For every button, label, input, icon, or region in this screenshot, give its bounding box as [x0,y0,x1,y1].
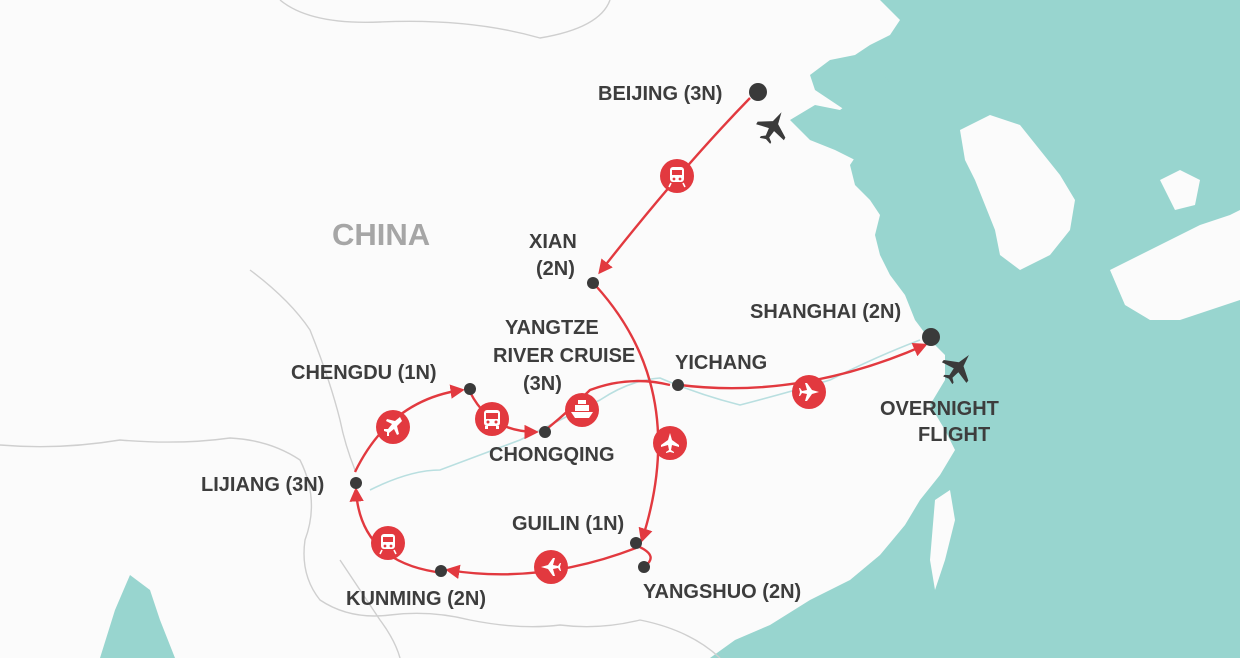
city-labels: BEIJING (3N) XIAN (2N) YANGTZE RIVER CRU… [201,83,999,610]
city-dot-lijiang [350,477,362,489]
city-dot-yichang [672,379,684,391]
plane-icon [534,550,568,584]
city-dot-xian [587,277,599,289]
plane-icon [653,426,687,460]
label-overnight-2: FLIGHT [918,424,990,446]
label-beijing: BEIJING (3N) [598,83,722,105]
city-dot-kunming [435,565,447,577]
plane-icon [792,375,826,409]
neighbour-land [930,115,1240,590]
plane-icon [756,112,786,144]
label-chongqing: CHONGQING [489,444,615,466]
city-dot-guilin [630,537,642,549]
route-chongqing-yichang [547,379,671,429]
city-dot-yangshuo [638,561,650,573]
label-xian-1: XIAN [529,231,577,253]
city-dot-chongqing [539,426,551,438]
train-icon [660,159,694,193]
label-yichang: YICHANG [675,352,767,374]
transport-icons [371,112,969,584]
borders [0,0,721,658]
country-label-china: CHINA [332,217,430,252]
boat-icon [565,393,599,427]
city-dots [350,83,940,577]
plane-icon [376,410,410,444]
yangtze-river [369,339,921,491]
train-icon [371,526,405,560]
label-yangshuo: YANGSHUO (2N) [643,581,801,603]
sea-area [100,0,1240,658]
label-cruise-1: YANGTZE [505,317,599,339]
plane-icon [941,354,969,385]
label-cruise-2: RIVER CRUISE [493,345,635,367]
label-cruise-3: (3N) [523,373,562,395]
label-chengdu: CHENGDU (1N) [291,362,437,384]
label-overnight-1: OVERNIGHT [880,398,999,420]
city-dot-shanghai [922,328,940,346]
label-xian-2: (2N) [536,258,575,280]
city-dot-chengdu [464,383,476,395]
label-lijiang: LIJIANG (3N) [201,474,324,496]
route-xian-guilin [595,285,660,543]
label-guilin: GUILIN (1N) [512,513,624,535]
bus-icon [475,402,509,436]
label-kunming: KUNMING (2N) [346,588,486,610]
label-shanghai: SHANGHAI (2N) [750,301,901,323]
city-dot-beijing [749,83,767,101]
